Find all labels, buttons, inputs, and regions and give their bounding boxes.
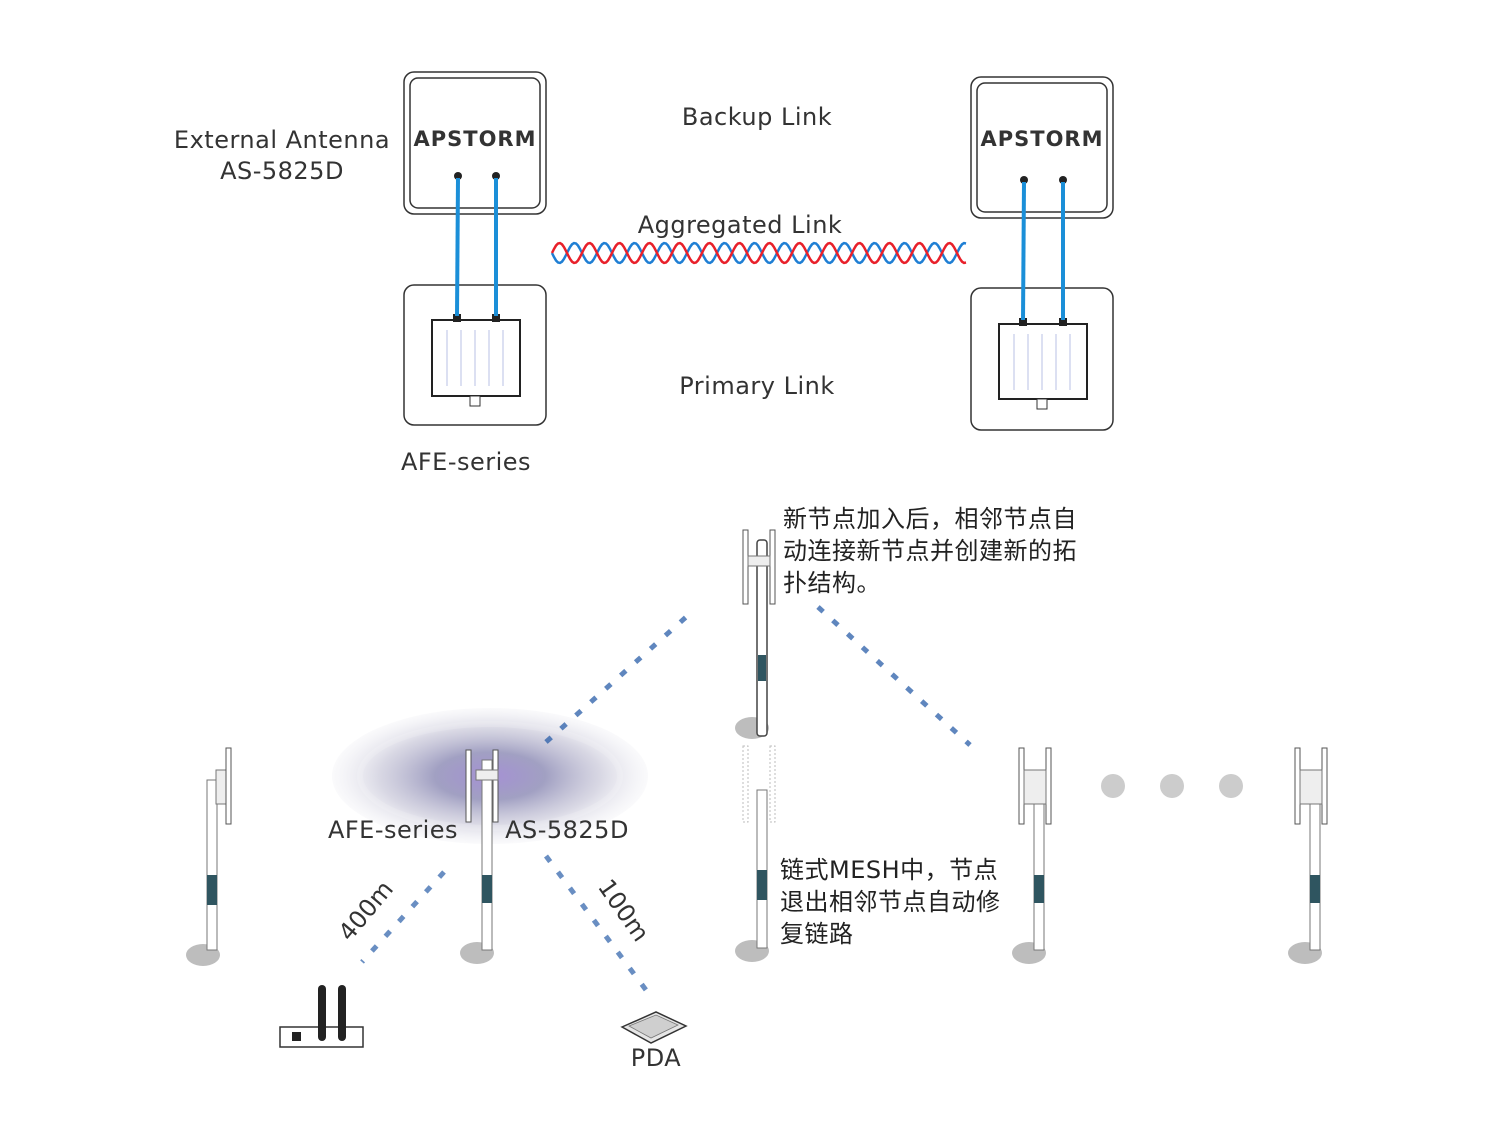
mesh-node-removed-ghost: [742, 745, 776, 823]
client-link-400m: [360, 870, 446, 964]
client-link-100m: [543, 854, 649, 992]
primary-link-label: Primary Link: [679, 372, 835, 400]
mesh-node-5: [1288, 747, 1328, 964]
pda-label: PDA: [631, 1044, 682, 1072]
more-nodes-dot: [1160, 774, 1184, 798]
antenna-label-line1: External Antenna: [174, 126, 390, 154]
right-antenna-unit: APSTORM: [970, 76, 1114, 219]
mesh-node-4: [1012, 747, 1052, 964]
more-nodes-dot: [1101, 774, 1125, 798]
coax-cable: [455, 177, 460, 317]
antenna-model-label-bottom: AS-5825D: [505, 816, 629, 844]
pda-device: [620, 1011, 688, 1044]
distance-100m-label: 100m: [592, 874, 655, 947]
left-antenna-unit: APSTORM: [403, 71, 547, 215]
mesh-new-node-link-right: [816, 605, 972, 747]
mesh-new-node-link-left: [544, 608, 696, 744]
aggregated-link-red-wave: [550, 241, 967, 265]
antenna-label-line2: AS-5825D: [220, 157, 344, 185]
mesh-node-2-center: [460, 749, 499, 964]
coax-cable: [1021, 181, 1026, 321]
brand-logo-right: APSTORM: [980, 127, 1103, 151]
backup-link-label: Backup Link: [682, 103, 832, 131]
note-node-exit: 链式MESH中，节点 退出相邻节点自动修 复链路: [780, 856, 1001, 948]
mesh-node-3: [735, 789, 769, 962]
aggregated-link-label: Aggregated Link: [638, 211, 843, 239]
ap-series-label-bottom: AFE-series: [328, 816, 458, 844]
brand-logo-left: APSTORM: [413, 127, 536, 151]
mesh-node-1: [186, 747, 232, 966]
note-add-node: 新节点加入后，相邻节点自 动连接新节点并创建新的拓 扑结构。: [783, 505, 1077, 597]
mesh-node-new: [735, 529, 776, 739]
router-device: [279, 985, 364, 1048]
left-ap-unit: [403, 284, 547, 426]
ap-series-label-top: AFE-series: [401, 448, 531, 476]
right-ap-unit: [970, 287, 1114, 431]
more-nodes-dot: [1219, 774, 1243, 798]
